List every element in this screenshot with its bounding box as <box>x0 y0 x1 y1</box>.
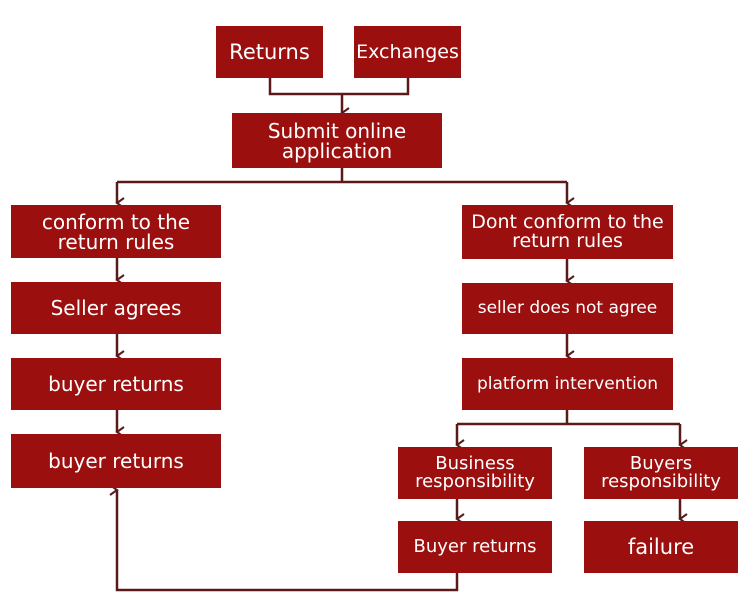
buyer-returns-box-3: Buyer returns <box>398 521 552 573</box>
seller-agrees-label: Seller agrees <box>50 296 182 320</box>
connector-exchanges-submit <box>342 78 410 96</box>
buyer-returns-label-2: buyer returns <box>48 449 184 473</box>
conform-rules-box: conform to the return rules <box>11 205 221 258</box>
seller-not-agree-label: seller does not agree <box>477 298 658 318</box>
returns-label: Returns <box>229 39 310 64</box>
dont-conform-rules-box: Dont conform to the return rules <box>462 205 673 259</box>
seller-agrees-box: Seller agrees <box>11 282 221 334</box>
submit-application-label: Submit online application <box>267 118 407 163</box>
failure-label: failure <box>627 534 695 559</box>
business-responsibility-box: Business responsibility <box>398 447 552 499</box>
platform-intervention-box: platform intervention <box>462 358 673 410</box>
returns-box: Returns <box>216 26 323 78</box>
submit-application-box: Submit online application <box>232 113 442 168</box>
buyer-returns-label-1: buyer returns <box>48 372 184 396</box>
business-responsibility-label: Business responsibility <box>415 453 535 492</box>
platform-intervention-label: platform intervention <box>476 373 659 394</box>
buyer-returns-label-3: Buyer returns <box>413 536 537 557</box>
buyers-responsibility-label: Buyers responsibility <box>601 453 721 492</box>
buyer-returns-box-2: buyer returns <box>11 434 221 488</box>
failure-box: failure <box>584 521 738 573</box>
connector-returns-submit <box>268 78 342 96</box>
exchanges-box: Exchanges <box>354 26 461 78</box>
conform-rules-label: conform to the return rules <box>41 209 191 254</box>
buyer-returns-box-1: buyer returns <box>11 358 221 410</box>
seller-not-agree-box: seller does not agree <box>462 283 673 334</box>
dont-conform-rules-label: Dont conform to the return rules <box>471 211 664 252</box>
connector-submit-split <box>117 168 567 184</box>
exchanges-label: Exchanges <box>356 40 459 63</box>
buyers-responsibility-box: Buyers responsibility <box>584 447 738 499</box>
connector-platform-split <box>457 410 680 426</box>
